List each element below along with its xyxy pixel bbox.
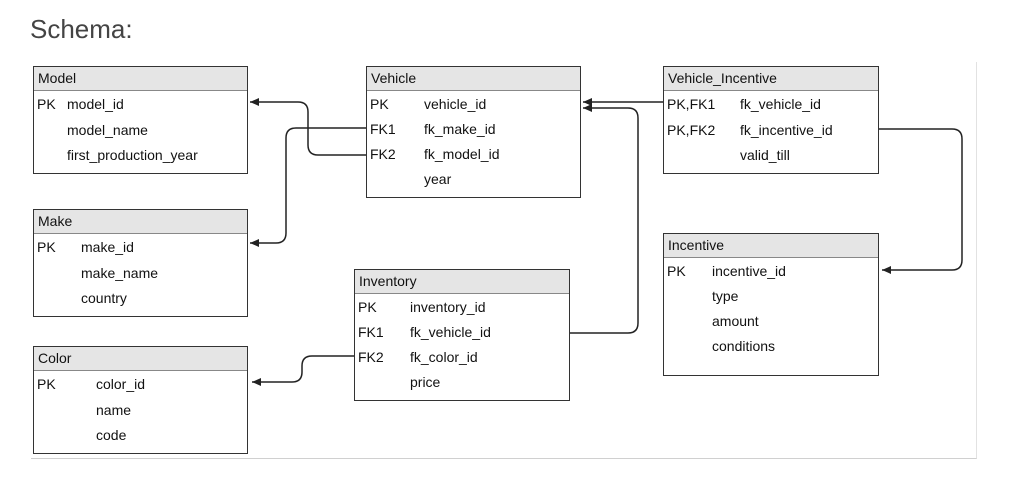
table-title: Vehicle (367, 67, 580, 91)
field-name: fk_model_id (424, 146, 500, 162)
table-row: valid_till (664, 146, 878, 164)
table-title: Inventory (355, 270, 569, 294)
field-name: fk_vehicle_id (740, 96, 821, 112)
key-label: FK1 (370, 121, 396, 137)
field-name: conditions (712, 338, 776, 354)
table-row: country (34, 289, 247, 307)
table-row: FK2 fk_model_id (367, 145, 580, 163)
key-label: FK2 (358, 349, 384, 365)
relation-inventory-vehicle (570, 104, 639, 334)
field-name: type (712, 288, 739, 304)
table-row: code (34, 426, 247, 444)
table-title: Make (34, 210, 247, 234)
table-row: FK1 fk_vehicle_id (355, 323, 569, 341)
relation-vehicle-incentive-incentive (879, 128, 963, 274)
key-label: PK,FK1 (667, 96, 716, 112)
table-title: Incentive (664, 234, 878, 258)
table-row: PK color_id (34, 375, 247, 393)
table-row: conditions (664, 337, 878, 355)
field-name: year (424, 171, 452, 187)
key-label: PK (37, 96, 56, 112)
key-label: FK1 (358, 324, 384, 340)
table-row: first_production_year (34, 146, 247, 164)
table-row: price (355, 373, 569, 391)
table-row: PK vehicle_id (367, 95, 580, 113)
table-row: make_name (34, 264, 247, 282)
field-name: inventory_id (410, 299, 486, 315)
table-row: FK1 fk_make_id (367, 120, 580, 138)
key-label: PK (358, 299, 377, 315)
field-name: country (81, 290, 127, 306)
relation-vehicle-make (250, 127, 366, 247)
diagram-heading: Schema: (30, 14, 133, 44)
field-name: color_id (96, 376, 146, 392)
key-label: PK (370, 96, 389, 112)
field-name: vehicle_id (424, 96, 487, 112)
diagram-canvas (31, 62, 977, 459)
table-row: FK2 fk_color_id (355, 348, 569, 366)
field-name: fk_vehicle_id (410, 324, 491, 340)
key-label: PK (667, 263, 686, 279)
table-row: amount (664, 312, 878, 330)
table-row: PK incentive_id (664, 262, 878, 280)
field-name: incentive_id (712, 263, 786, 279)
table-row: model_name (34, 121, 247, 139)
relation-vehicle-model (250, 98, 366, 156)
field-name: valid_till (740, 147, 790, 163)
table-title: Color (34, 347, 247, 371)
relation-inventory-color (252, 355, 354, 386)
field-name: fk_make_id (424, 121, 496, 137)
field-name: fk_color_id (410, 349, 478, 365)
table-title: Model (34, 67, 247, 91)
key-label: PK (37, 376, 56, 392)
field-name: model_name (67, 121, 148, 138)
key-label: FK2 (370, 146, 396, 162)
field-name: model_id (67, 96, 124, 112)
table-row: PK model_id (34, 95, 247, 113)
table-row: PK,FK1 fk_vehicle_id (664, 95, 878, 113)
field-name: make_name (81, 264, 159, 281)
field-name: code (96, 427, 127, 443)
table-row: PK,FK2 fk_incentive_id (664, 121, 878, 139)
field-name: name (96, 401, 132, 418)
table-row: PK inventory_id (355, 298, 569, 316)
table-row: year (367, 170, 580, 188)
key-label: PK,FK2 (667, 121, 716, 138)
field-name: amount (712, 313, 759, 329)
table-row: type (664, 287, 878, 305)
table-row: PK make_id (34, 238, 247, 256)
table-title: Vehicle_Incentive (664, 67, 878, 91)
field-name: make_id (81, 239, 134, 255)
field-name: first_production_year (67, 147, 198, 163)
field-name: fk_incentive_id (740, 121, 833, 138)
table-row: name (34, 401, 247, 419)
key-label: PK (37, 239, 56, 255)
field-name: price (410, 374, 441, 390)
